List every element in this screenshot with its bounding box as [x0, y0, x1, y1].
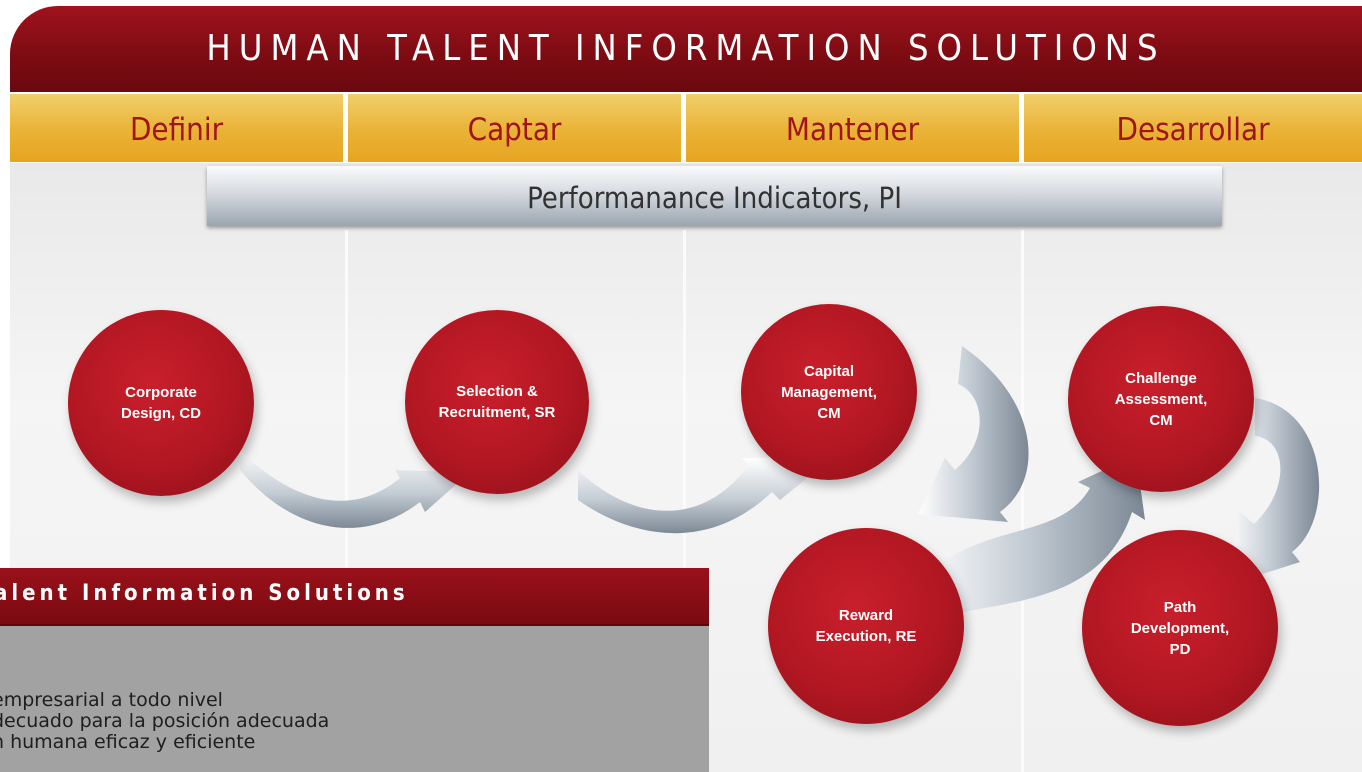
- stage-corporate-design: Corporate Design, CD: [68, 310, 254, 496]
- stage-challenge-assessment: Challenge Assessment, CM: [1068, 306, 1254, 492]
- stage-label: Reward Execution, RE: [815, 607, 917, 645]
- performance-indicators-bar: Performanance Indicators, PI: [207, 166, 1222, 226]
- overlay-panel-line: n humana eficaz y eficiente: [0, 731, 256, 753]
- column-divider: [1021, 230, 1024, 772]
- phase-captar: Captar: [348, 94, 681, 162]
- overlay-panel-line: empresarial a todo nivel: [0, 689, 223, 711]
- phase-desarrollar: Desarrollar: [1024, 94, 1362, 162]
- phase-definir: Definir: [10, 94, 343, 162]
- stage-capital-management: Capital Management, CM: [741, 304, 917, 480]
- phase-mantener: Mantener: [686, 94, 1019, 162]
- stage-label: Capital Management, CM: [781, 362, 877, 422]
- stage-reward-execution: Reward Execution, RE: [768, 528, 964, 724]
- stage-label: Challenge Assessment, CM: [1114, 369, 1208, 429]
- stage-label: Corporate Design, CD: [120, 384, 201, 422]
- overlay-panel-line: decuado para la posición adecuada: [0, 710, 330, 732]
- stage-label: Selection & Recruitment, SR: [438, 383, 556, 421]
- stage-path-development: Path Development, PD: [1082, 530, 1278, 726]
- stage-selection-recruitment: Selection & Recruitment, SR: [405, 310, 589, 494]
- overlay-panel-text: empresarial a todo nivel decuado para la…: [0, 690, 329, 753]
- banner-title: HUMAN TALENT INFORMATION SOLUTIONS: [206, 28, 1166, 69]
- overlay-panel-header: alent Information Solutions: [0, 568, 709, 626]
- overlay-panel: alent Information Solutions empresarial …: [0, 568, 709, 772]
- title-banner: HUMAN TALENT INFORMATION SOLUTIONS: [10, 6, 1362, 92]
- stage-label: Path Development, PD: [1130, 598, 1230, 658]
- overlay-panel-title: alent Information Solutions: [0, 581, 409, 606]
